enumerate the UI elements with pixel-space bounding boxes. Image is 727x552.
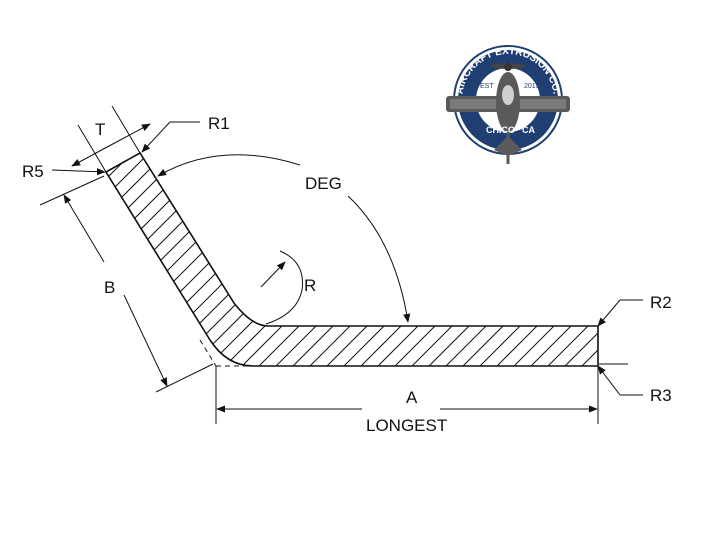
- hatch-line: [550, 153, 598, 366]
- leader-r2: [597, 299, 643, 327]
- company-logo: AIRCRAFT EXTRUSION CO. CHICO CA EST 2015: [446, 45, 570, 164]
- leader-r1: [141, 121, 200, 153]
- label-t: T: [95, 120, 105, 139]
- label-r1: R1: [208, 114, 230, 133]
- hatch-line: [533, 153, 598, 366]
- hatch-line: [619, 140, 727, 380]
- logo-est-text: EST: [480, 83, 494, 90]
- dimension-a: [215, 363, 628, 424]
- hatch-line: [602, 140, 727, 380]
- phantom-corner-lines: [199, 339, 253, 367]
- dimension-b: [39, 175, 214, 393]
- hatch-line: [106, 153, 163, 366]
- hatch-line: [704, 140, 727, 380]
- label-longest: LONGEST: [366, 416, 447, 435]
- dimension-deg: [157, 154, 411, 323]
- hatch-line: [721, 140, 727, 380]
- hatch-line: [636, 140, 727, 380]
- hatch-line: [106, 153, 180, 366]
- dimension-t: [71, 105, 151, 173]
- logo-year-text: 2015: [524, 83, 540, 90]
- label-deg: DEG: [305, 174, 342, 193]
- label-r5: R5: [22, 162, 44, 181]
- logo-state-text: CA: [522, 125, 535, 135]
- leader-r3: [597, 365, 643, 396]
- hatch-line: [0, 140, 94, 380]
- label-r: R: [304, 276, 316, 295]
- leader-r: [260, 250, 304, 325]
- hatch-line: [670, 140, 727, 380]
- logo-city-text: CHICO: [486, 125, 515, 135]
- hatch-line: [106, 153, 197, 366]
- hatch-line: [482, 153, 598, 366]
- label-r2: R2: [650, 293, 672, 312]
- hatch-line: [106, 153, 112, 366]
- hatch-line: [653, 140, 727, 380]
- hatch-line: [516, 153, 598, 366]
- leader-r5: [51, 168, 106, 176]
- hatch-line: [584, 153, 598, 366]
- label-r3: R3: [650, 386, 672, 405]
- hatch-line: [687, 140, 727, 380]
- hatch-line: [499, 153, 598, 366]
- extrusion-profile: [0, 140, 727, 380]
- label-a: A: [406, 388, 418, 407]
- label-b: B: [104, 278, 115, 297]
